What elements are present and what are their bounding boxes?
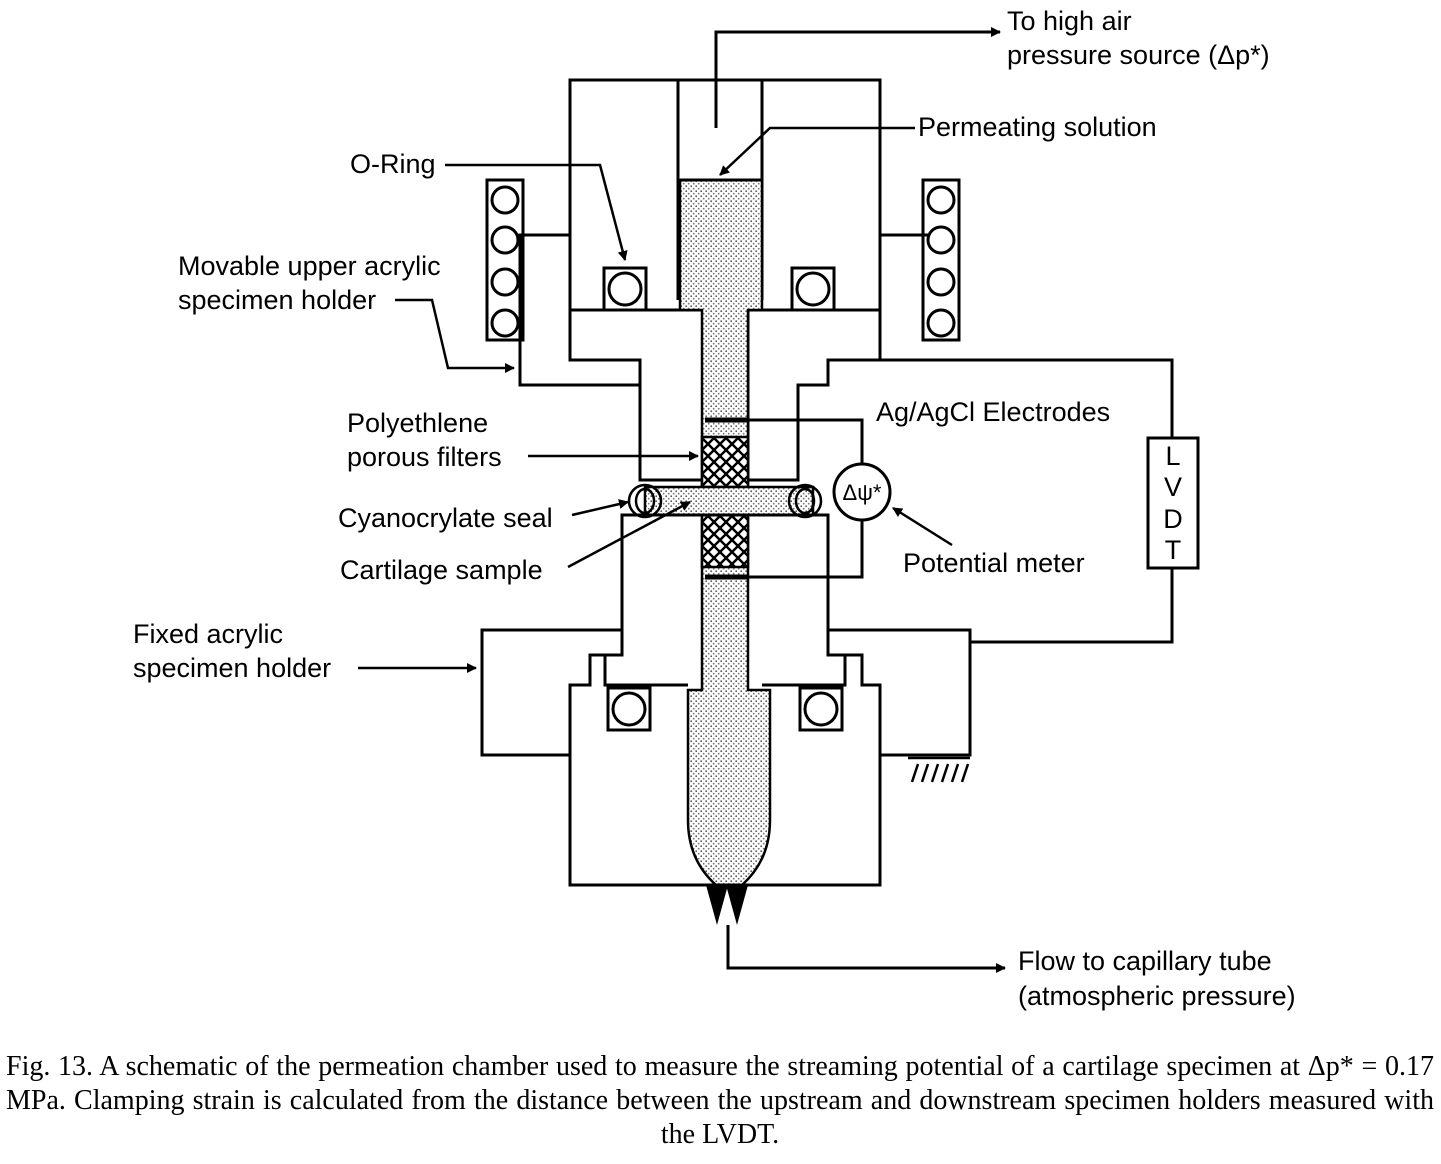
lvdt-letter-t: T <box>1165 535 1182 565</box>
fixed-holder-label-line1: Fixed acrylic <box>133 619 283 649</box>
side-o-ring-stack-left <box>485 178 525 342</box>
upper-porous-filter <box>700 435 750 489</box>
leader-arrows <box>358 126 953 673</box>
side-o-ring-stack-right <box>921 178 961 342</box>
electrodes-label: Ag/AgCl Electrodes <box>876 397 1110 427</box>
outlet-arrows <box>706 885 1006 973</box>
permeating-solution-label: Permeating solution <box>918 112 1157 142</box>
potential-meter: Δψ* <box>832 462 892 522</box>
ground-hatch <box>908 756 970 783</box>
o-ring-label: O-Ring <box>350 149 436 179</box>
permeation-chamber-diagram: Δψ* L V D T To high air pressure source … <box>133 6 1296 1011</box>
potential-meter-label: Potential meter <box>903 548 1085 578</box>
air-inlet-line <box>714 27 1001 128</box>
o-ring-upper-right <box>790 266 836 312</box>
lvdt-letter-l: L <box>1165 441 1180 471</box>
flow-label-line2: (atmospheric pressure) <box>1018 981 1296 1011</box>
electrode-wiring <box>705 417 864 580</box>
sample-label: Cartilage sample <box>340 555 543 585</box>
o-ring-upper-left <box>602 266 648 312</box>
potential-meter-symbol: Δψ* <box>843 480 882 505</box>
figure-caption: Fig. 13. A schematic of the permeation c… <box>6 1051 1434 1150</box>
lvdt-sensor: L V D T <box>828 358 1200 644</box>
o-ring-lower-right <box>798 686 844 732</box>
flow-label-line1: Flow to capillary tube <box>1018 946 1272 976</box>
upper-holder-label-line1: Movable upper acrylic <box>178 251 441 281</box>
lvdt-letter-v: V <box>1164 472 1182 502</box>
upper-holder-label-line2: specimen holder <box>178 285 376 315</box>
o-ring-lower-left <box>606 686 652 732</box>
cyanocrylate-seal <box>627 483 823 519</box>
fixed-holder-label-line2: specimen holder <box>133 653 331 683</box>
seal-label: Cyanocrylate seal <box>338 503 553 533</box>
fixed-holder <box>480 513 972 887</box>
air-source-label-line2: pressure source (Δp*) <box>1007 40 1270 70</box>
upper-holder-inner <box>568 310 702 482</box>
lvdt-letter-d: D <box>1163 504 1183 534</box>
filters-label-line1: Polyethlene <box>347 408 488 438</box>
lower-porous-filter <box>700 513 750 569</box>
filters-label-line2: porous filters <box>347 442 502 472</box>
air-source-label-line1: To high air <box>1007 6 1132 36</box>
